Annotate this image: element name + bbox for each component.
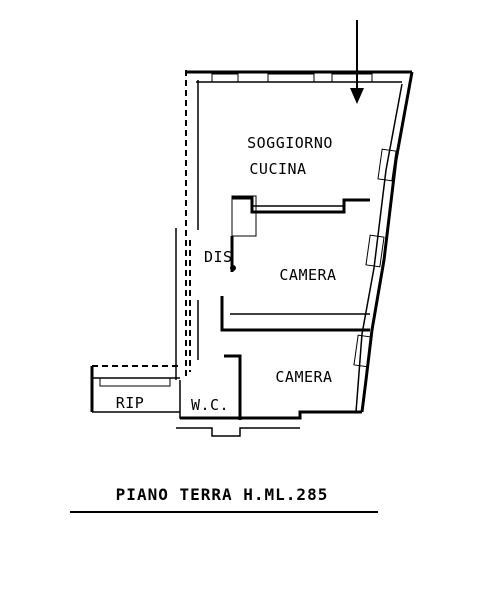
window-top-center [267, 73, 315, 83]
bottom-exterior-wall [176, 410, 362, 437]
label-cucina: CUCINA [249, 160, 306, 178]
wall-camera-camera [220, 296, 370, 332]
label-camera-1: CAMERA [279, 266, 336, 284]
top-exterior-wall [186, 70, 412, 83]
label-soggiorno: SOGGIORNO [247, 134, 333, 152]
floor-caption: PIANO TERRA H.ML.285 [116, 485, 329, 504]
wall-soggiorno-camera [230, 195, 370, 272]
label-disimpegno: DIS [204, 248, 233, 266]
window-ripostiglio [99, 377, 171, 387]
window-right-2 [365, 234, 385, 268]
corridor-walls [175, 228, 191, 380]
label-ripostiglio: RIP [116, 394, 145, 412]
label-camera-2: CAMERA [275, 368, 332, 386]
left-exterior-wall [185, 70, 199, 380]
ripostiglio-annex [90, 365, 180, 413]
window-right-3 [353, 334, 373, 368]
right-exterior-wall [353, 71, 414, 413]
door-dis-soggiorno [231, 195, 257, 237]
label-wc: W.C. [191, 396, 229, 414]
entrance-arrow-icon [350, 20, 364, 104]
window-right-1 [377, 148, 397, 182]
window-top-left [211, 73, 239, 83]
window-top-right [331, 73, 373, 83]
